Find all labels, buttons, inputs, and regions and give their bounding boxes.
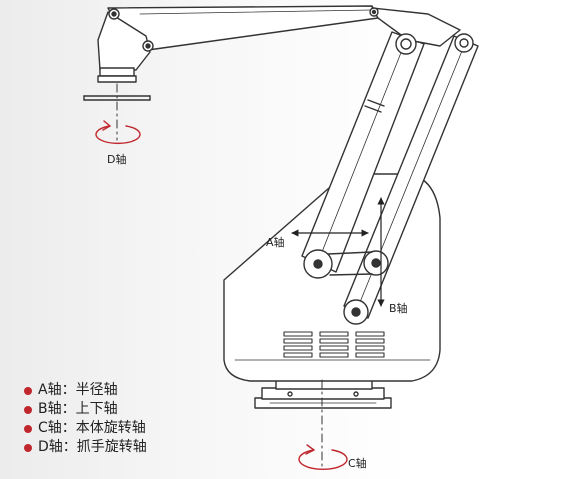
axis-legend: A轴：半径轴 B轴：上下轴 C轴：本体旋转轴 D轴：抓手旋转轴 <box>24 381 147 457</box>
legend-item: A轴：半径轴 <box>24 381 147 400</box>
body-vents <box>283 331 385 358</box>
bullet-dot <box>24 424 32 433</box>
b-axis-label: B轴 <box>389 302 408 315</box>
d-axis-label: D轴 <box>107 153 127 166</box>
c-axis-rotation-arrow <box>298 444 348 470</box>
d-axis-rotation-arrow <box>95 120 141 145</box>
robot-base <box>254 379 392 409</box>
bullet-dot <box>24 405 32 414</box>
a-axis-label: A轴 <box>266 236 285 249</box>
legend-text: B轴：上下轴 <box>38 401 118 417</box>
axis-centerlines <box>116 83 323 471</box>
legend-item: B轴：上下轴 <box>24 400 147 419</box>
legend-text: D轴：抓手旋转轴 <box>38 439 147 455</box>
legend-text: C轴：本体旋转轴 <box>38 420 146 436</box>
bullet-dot <box>24 443 32 452</box>
wrist <box>83 11 151 101</box>
bullet-dot <box>24 386 32 395</box>
c-axis-label: C轴 <box>348 457 367 470</box>
legend-item: D轴：抓手旋转轴 <box>24 438 147 457</box>
legend-text: A轴：半径轴 <box>38 382 118 398</box>
legend-item: C轴：本体旋转轴 <box>24 419 147 438</box>
